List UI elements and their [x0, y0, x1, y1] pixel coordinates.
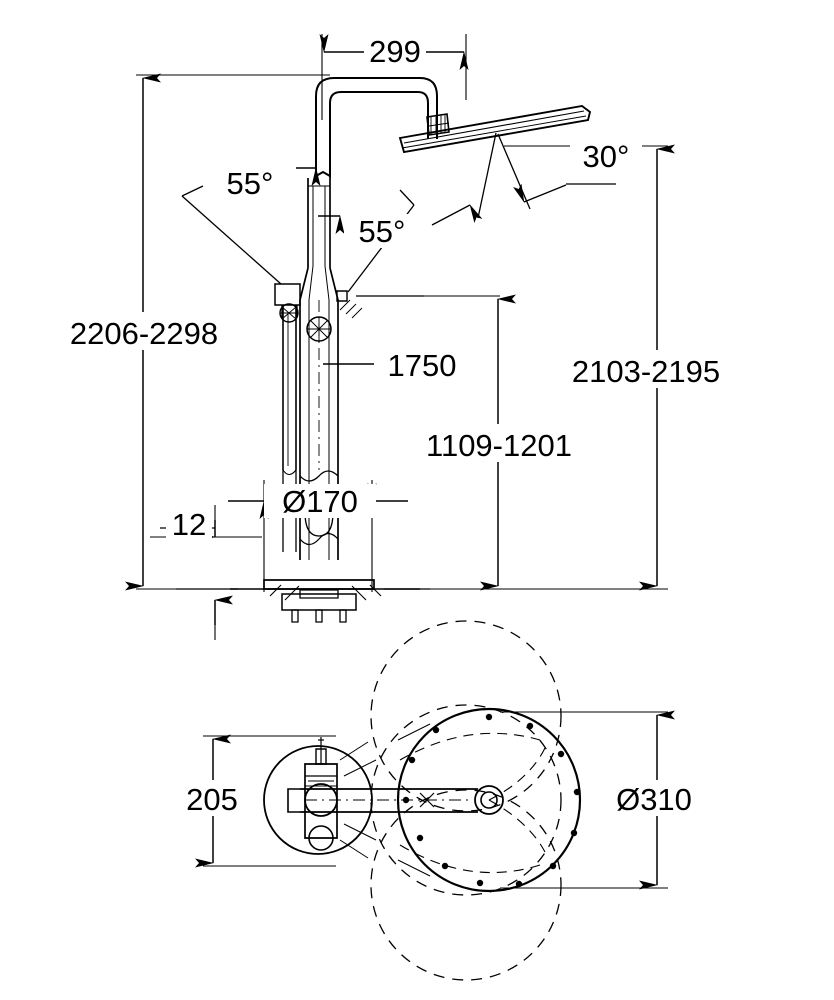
- plan-arm: [287, 788, 478, 813]
- base-diameter-label: Ø170: [282, 484, 358, 519]
- nozzle-dots: [402, 713, 581, 888]
- head-tilt-angle-leaders: [431, 132, 616, 226]
- plan-cross-marker: [419, 792, 435, 808]
- head-inner-guides: [399, 732, 546, 874]
- plan-view: [195, 620, 675, 981]
- arm-offset-label: 205: [186, 782, 238, 817]
- head-hub: [474, 785, 504, 815]
- shower-arm: [315, 77, 438, 178]
- handle-angle-left-label: 55°: [227, 166, 274, 201]
- head-height-label: 2103-2195: [572, 354, 720, 389]
- shower-head: [398, 104, 592, 154]
- plan-base-circle: [263, 745, 373, 855]
- outlet-height-label: 1109-1201: [426, 428, 572, 463]
- plan-valve-body: [304, 737, 338, 851]
- valve-assembly: [274, 283, 363, 342]
- elevation-view: [125, 34, 675, 640]
- overall-height-label: 2206-2298: [70, 316, 218, 351]
- swing-arc-lower: [370, 789, 562, 981]
- head-tilt-angle-label: 30°: [583, 139, 630, 174]
- swing-arc-upper: [370, 620, 562, 812]
- base-thickness-label: 12: [172, 507, 206, 542]
- riser-length-label: 1750: [388, 348, 457, 383]
- swing-arc-mid: [370, 704, 562, 896]
- arm-reach-label: 299: [369, 34, 421, 69]
- head-diameter-label: Ø310: [616, 782, 692, 817]
- plan-hatch-lines: [339, 723, 431, 877]
- shower-head-circle: [396, 707, 582, 893]
- handle-angle-left-leader: [181, 167, 321, 285]
- dimension-labels: 299 2206-2298 2103-2195 1109-1201 1750 Ø…: [46, 34, 744, 817]
- handle-angle-right-label: 55°: [359, 214, 406, 249]
